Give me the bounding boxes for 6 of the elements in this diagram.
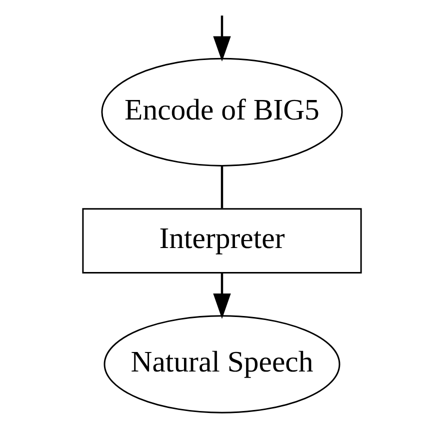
node-ellipse: Encode of BIG5 bbox=[100, 58, 342, 166]
node-box: Interpreter bbox=[82, 208, 362, 274]
arrow bbox=[212, 273, 230, 319]
arrow bbox=[212, 16, 230, 62]
connector bbox=[220, 166, 223, 208]
node-ellipse: Natural Speech bbox=[103, 315, 340, 414]
